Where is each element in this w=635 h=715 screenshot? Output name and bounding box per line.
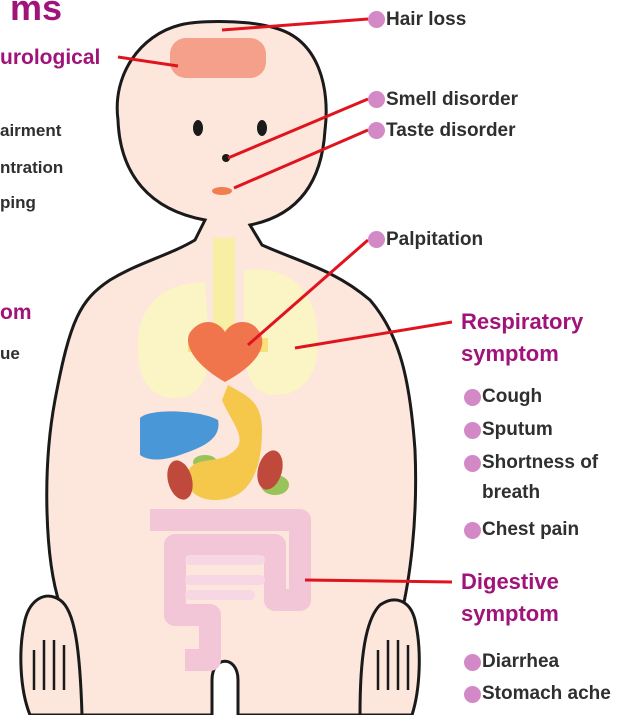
symptom-cough: Cough [482,386,542,408]
left-partial-item-3: ping [0,192,36,213]
bullet-hair-loss [368,11,385,28]
symptom-shortness-line2: breath [482,482,540,504]
symptom-palpitation: Palpitation [386,229,483,251]
bullet-cough [464,389,481,406]
bullet-diarrhea [464,654,481,671]
leader-digestive [305,580,452,582]
left-partial-item-2: ntration [0,157,63,178]
symptom-taste-disorder: Taste disorder [386,120,516,142]
bullet-smell-disorder [368,91,385,108]
category-digestive-line2: symptom [461,601,559,627]
bullet-palpitation [368,231,385,248]
category-neurological: urological [0,45,100,71]
mouth [212,187,232,195]
left-eye [193,120,203,136]
right-eye [257,120,267,136]
bullet-taste-disorder [368,122,385,139]
legs-gap [212,661,238,715]
bullet-shortness-of-breath [464,455,481,472]
symptom-sputum: Sputum [482,419,553,441]
bullet-stomach-ache [464,686,481,703]
category-respiratory-line1: Respiratory [461,309,583,335]
bullet-chest-pain [464,522,481,539]
title-fragment: ms [10,0,62,26]
symptom-shortness-line1: Shortness of [482,452,598,474]
category-left-partial: om [0,300,32,326]
symptom-smell-disorder: Smell disorder [386,89,518,111]
symptom-hair-loss: Hair loss [386,9,466,31]
symptom-chest-pain: Chest pain [482,519,579,541]
category-digestive-line1: Digestive [461,569,559,595]
left-partial-item-1: airment [0,120,61,141]
brain [170,38,266,78]
bullet-sputum [464,422,481,439]
symptom-stomach-ache: Stomach ache [482,683,611,705]
category-respiratory-line2: symptom [461,341,559,367]
symptom-diarrhea: Diarrhea [482,651,559,673]
left-partial-item-4: ue [0,343,20,364]
